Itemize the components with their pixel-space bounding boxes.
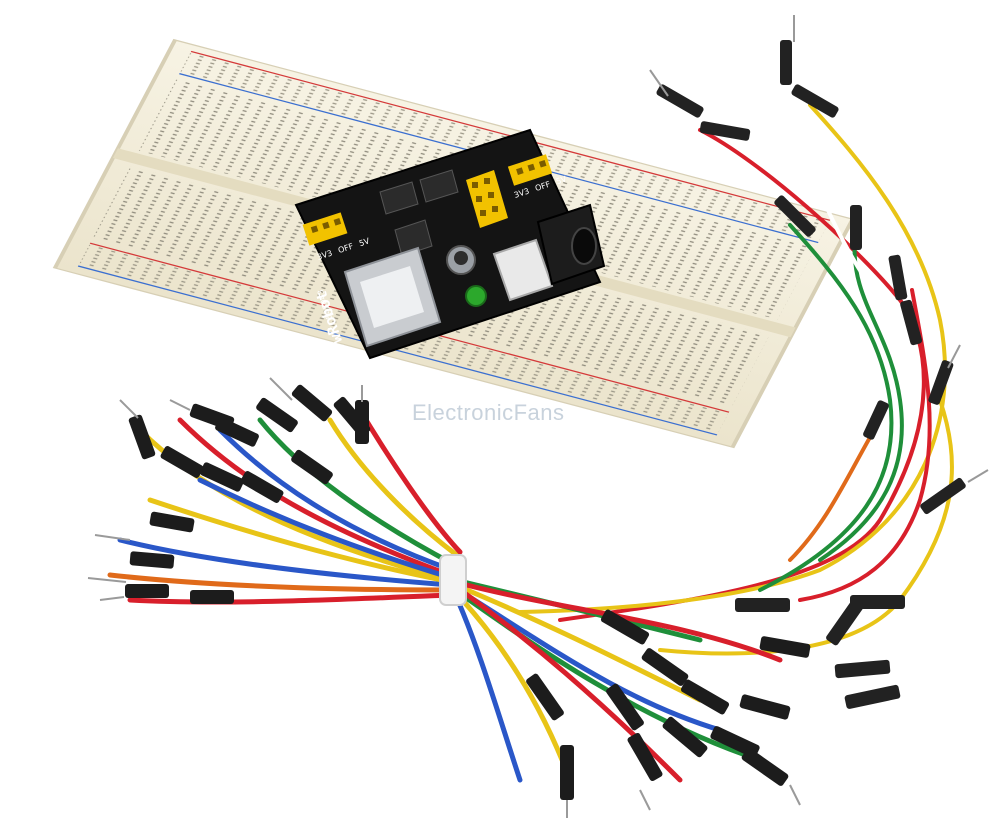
- right-jumper-header: [507, 154, 553, 186]
- center-header-block: [466, 170, 508, 228]
- long-jumper-wires: [518, 103, 954, 656]
- power-supply-module: 3V3 OFF 5V 3V3 OFF 5V: [294, 128, 606, 360]
- left-jumper-header: [302, 212, 348, 246]
- short-jumper-housings: [87, 377, 811, 818]
- white-connector: [492, 238, 554, 302]
- watermark: ElectronicFans: [412, 400, 565, 425]
- power-led: [465, 285, 487, 307]
- voltage-regulators: [379, 169, 459, 257]
- jumper-pin-ends: [649, 15, 989, 709]
- usb-port: [343, 246, 442, 348]
- power-switch: [446, 245, 476, 275]
